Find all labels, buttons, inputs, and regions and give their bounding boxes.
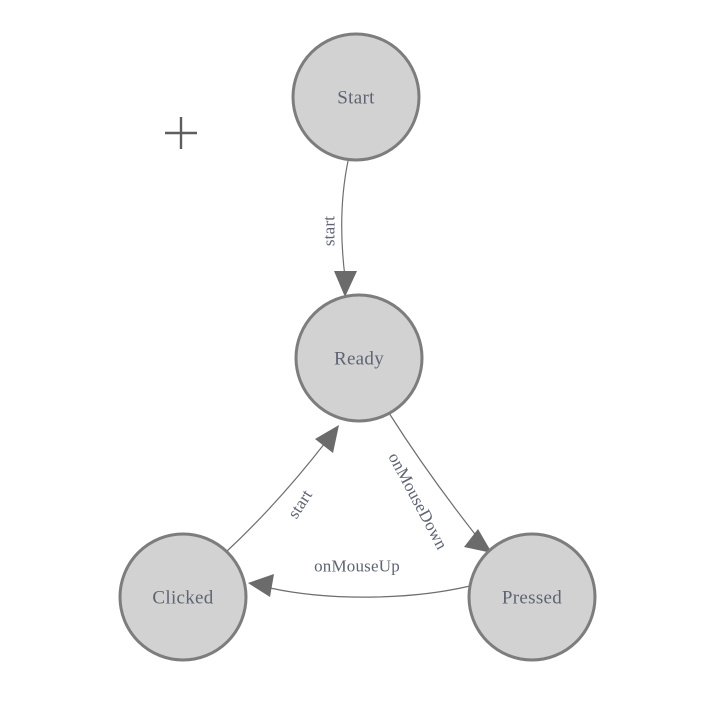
- node-clicked[interactable]: Clicked: [118, 532, 248, 662]
- edge-ready-to-pressed[interactable]: [388, 412, 492, 553]
- node-ready[interactable]: Ready: [294, 293, 424, 423]
- node-ready-circle[interactable]: [294, 293, 424, 423]
- node-pressed[interactable]: Pressed: [467, 532, 597, 662]
- edge-label-pressed-to-clicked: onMouseUp: [314, 557, 400, 576]
- edge-pressed-to-clicked[interactable]: [248, 574, 471, 598]
- edge-label-start-to-ready: start: [320, 216, 339, 246]
- node-pressed-circle[interactable]: [467, 532, 597, 662]
- node-start[interactable]: Start: [291, 32, 421, 162]
- edge-label-ready-to-pressed: onMouseDown: [384, 449, 451, 553]
- plus-crosshair-icon: [165, 117, 197, 149]
- node-clicked-label: Clicked: [152, 588, 213, 609]
- edge-start-to-ready[interactable]: [334, 160, 357, 297]
- node-start-circle[interactable]: [291, 32, 421, 162]
- node-start-label: Start: [337, 88, 375, 109]
- node-pressed-label: Pressed: [502, 588, 562, 609]
- node-clicked-circle[interactable]: [118, 532, 248, 662]
- edge-label-clicked-to-ready: start: [284, 486, 316, 522]
- edge-clicked-to-ready[interactable]: [225, 425, 339, 553]
- node-ready-label: Ready: [334, 349, 384, 370]
